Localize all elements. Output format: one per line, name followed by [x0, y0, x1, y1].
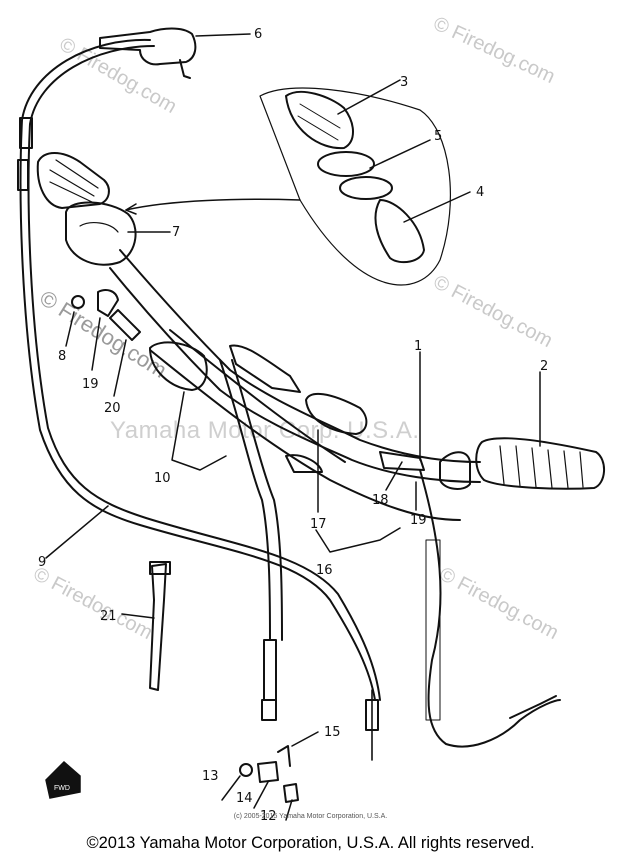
fwd-marker: FWD — [45, 760, 81, 799]
cable-adjuster-lower — [17, 159, 29, 191]
grip-3 — [285, 91, 354, 150]
part-label-4: 4 — [476, 185, 484, 200]
choke-lever — [229, 344, 301, 393]
watermark-top-right: © Firedog.com — [430, 13, 558, 88]
handlebar-bottom-edge — [109, 267, 481, 483]
decomp-cable — [219, 359, 271, 641]
left-grip-ribs — [49, 159, 99, 203]
grip-washer-5 — [317, 151, 375, 177]
watermark-top-left: © Firedog.com — [56, 33, 181, 118]
part-label-6: 6 — [254, 27, 262, 42]
clutch-cable-spring — [425, 539, 441, 721]
grip-detail-outline — [259, 87, 452, 286]
leader-16 — [315, 527, 401, 553]
watermark-lower-left: © Firedog.com — [30, 563, 156, 644]
grip-washer-5b — [339, 176, 393, 200]
part-label-12: 12 — [260, 809, 277, 824]
part-label-5: 5 — [434, 129, 442, 144]
part-label-13: 13 — [202, 769, 219, 784]
footer-copyright: ©2013 Yamaha Motor Corporation, U.S.A. A… — [86, 834, 535, 852]
part-label-18: 18 — [372, 493, 389, 508]
part-label-15: 15 — [324, 725, 341, 740]
leader-4 — [403, 191, 471, 223]
part-13-nut — [239, 763, 253, 777]
handlebar-clamp — [285, 454, 323, 473]
leader-10 — [171, 391, 227, 471]
part-label-19-right: 19 — [410, 513, 427, 528]
part-label-1: 1 — [414, 339, 422, 354]
part-label-14: 14 — [236, 791, 253, 806]
cable-strap-21 — [149, 563, 167, 691]
part-label-21: 21 — [100, 609, 117, 624]
decomp-cable-adjuster — [263, 639, 277, 701]
handlebar-crossbar — [149, 349, 461, 521]
watermark-right-mid: © Firedog.com — [430, 271, 556, 352]
part-label-19-left: 19 — [82, 377, 99, 392]
diagram-copyright-note: (c) 2005-2015 Yamaha Motor Corporation, … — [233, 813, 388, 820]
clutch-lever-bracket — [439, 451, 471, 490]
throttle-twist-assembly — [65, 201, 137, 266]
leader-6 — [195, 33, 251, 37]
cable-adjuster — [19, 117, 33, 149]
part-label-17: 17 — [310, 517, 327, 532]
watermark-lower-right: © Firedog.com — [436, 563, 562, 644]
throttle-housing-screw — [179, 59, 191, 79]
handlebar-pad — [305, 392, 368, 435]
part-label-16: 16 — [316, 563, 333, 578]
part-label-3: 3 — [400, 75, 408, 90]
leader-9 — [45, 505, 109, 559]
grip-assembly-arrow — [125, 198, 301, 211]
leader-5 — [369, 139, 431, 169]
part-12-bolt — [283, 783, 299, 803]
throttle-cable-outer — [27, 45, 381, 701]
watermark-manufacturer: Yamaha Motor Corp. U.S.A. — [110, 417, 420, 444]
watermarks: © Firedog.com © Firedog.com © Firedog.co… — [30, 13, 562, 645]
leader-21 — [121, 613, 155, 619]
part-label-2: 2 — [540, 359, 548, 374]
part-label-9: 9 — [38, 555, 46, 570]
leader-18 — [385, 461, 403, 491]
part-19-clip — [97, 289, 119, 317]
right-grip-ribs — [499, 445, 584, 489]
handlebar-top-edge — [119, 249, 481, 463]
part-label-7: 7 — [172, 225, 180, 240]
fwd-arrow-icon — [45, 760, 81, 799]
handlebar-pad-left — [149, 341, 208, 391]
watermark-left-mid: © Firedog.com — [35, 285, 171, 383]
part-20-adjuster — [109, 309, 141, 341]
throttle-housing — [99, 27, 197, 66]
throttle-sleeve-4 — [374, 199, 425, 264]
leader-3 — [337, 79, 401, 115]
left-grip — [36, 152, 110, 209]
part-label-10: 10 — [154, 471, 171, 486]
fwd-text: FWD — [54, 785, 70, 792]
part-label-20: 20 — [104, 401, 121, 416]
clutch-cable-end — [509, 695, 557, 719]
clutch-adjuster — [379, 451, 425, 471]
right-grip — [475, 437, 605, 490]
part-15-pin — [277, 745, 291, 767]
part-14-bracket — [257, 761, 279, 783]
part-label-8: 8 — [58, 349, 66, 364]
part-labels: 6 3 5 4 7 2 1 8 19 20 10 18 19 17 16 9 2… — [38, 27, 548, 824]
throttle-cable — [19, 38, 376, 701]
part-8-nut — [71, 295, 85, 309]
